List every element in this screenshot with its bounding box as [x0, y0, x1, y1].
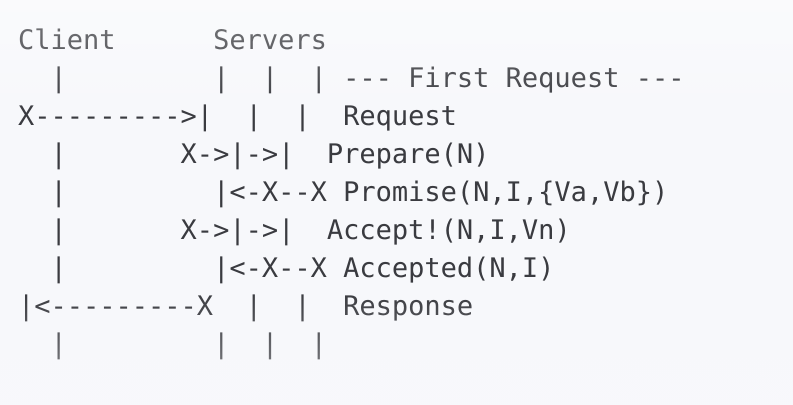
accept-row: | X->|->| Accept!(N,I,Vn) — [18, 215, 571, 246]
prepare-row: | X->|->| Prepare(N) — [18, 139, 490, 170]
response-row: |<---------X | | Response — [18, 291, 474, 322]
request-row: X--------->| | | Request — [18, 101, 457, 132]
ascii-art-block: Client Servers | | | | --- First Request… — [18, 22, 684, 364]
accepted-row: | |<-X--X Accepted(N,I) — [18, 253, 555, 284]
lane-header-line: Client Servers — [18, 25, 327, 56]
section-header-row: | | | | --- First Request --- — [18, 63, 685, 94]
tail-row: | | | | — [18, 329, 327, 360]
promise-row: | |<-X--X Promise(N,I,{Va,Vb}) — [18, 177, 669, 208]
